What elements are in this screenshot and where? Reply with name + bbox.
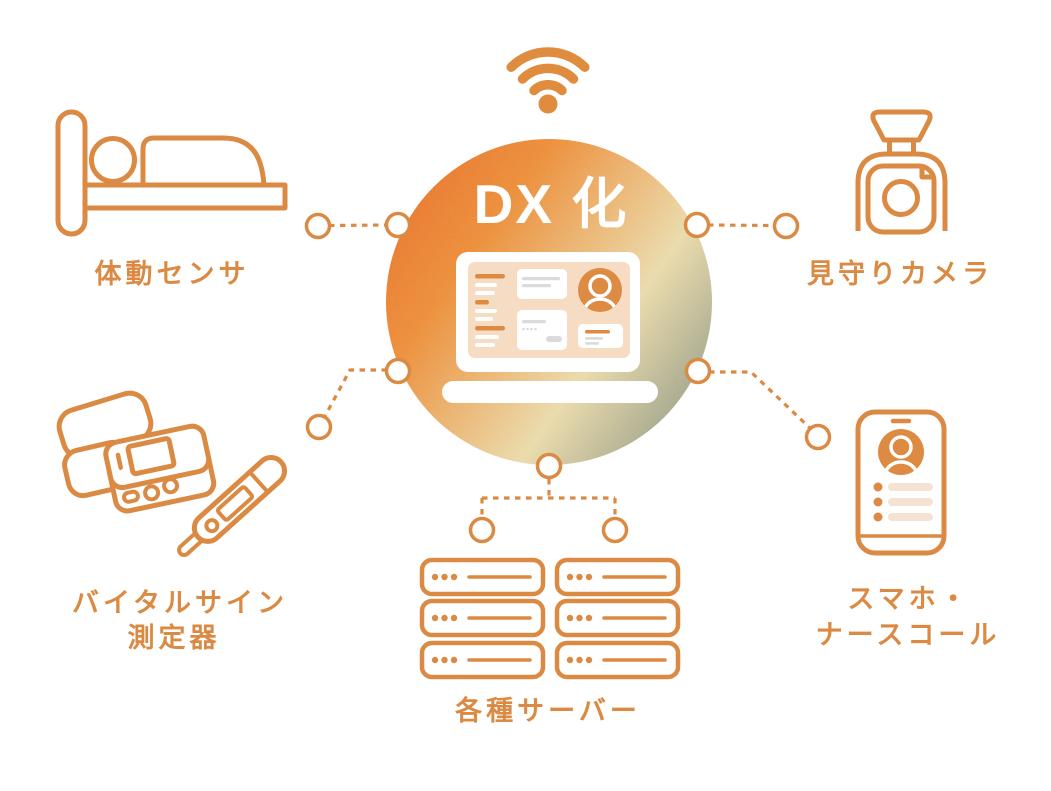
phone-label-line1: スマホ・ xyxy=(847,584,970,614)
connector-node xyxy=(684,357,712,385)
vital-label-line2: 測定器 xyxy=(128,622,221,653)
bed-icon xyxy=(55,109,288,237)
connector-node xyxy=(601,516,629,544)
phone-list-rows xyxy=(873,482,933,522)
connector-node xyxy=(305,413,333,441)
dotted-connectors xyxy=(323,223,813,517)
connector-node xyxy=(535,452,563,480)
avatar-icon xyxy=(878,429,924,475)
wifi-icon xyxy=(506,47,590,114)
connector-camera xyxy=(707,223,775,228)
bed-label: 体動センサ xyxy=(95,259,250,289)
center-title: DX 化 xyxy=(474,173,629,235)
smartphone-icon xyxy=(855,409,947,556)
connector-vital xyxy=(323,368,387,417)
laptop-card-top xyxy=(517,269,567,299)
servers-label: 各種サーバー xyxy=(454,695,641,726)
server-stack-icon xyxy=(419,557,681,680)
vital-label-line1: バイタルサイン xyxy=(72,588,288,618)
vital-sign-devices-icon xyxy=(56,390,288,558)
laptop-card-right xyxy=(578,324,623,348)
connector-node xyxy=(804,423,832,451)
camera-label: 見守りカメラ xyxy=(807,258,993,289)
connector-node xyxy=(683,211,711,239)
connector-node xyxy=(384,211,412,239)
phone-label-line2: ナースコール xyxy=(816,620,1001,650)
connector-node xyxy=(304,212,332,240)
connector-node xyxy=(468,516,496,544)
laptop-menu-lines xyxy=(475,274,505,347)
connector-nodes xyxy=(304,211,832,544)
thermometer-icon xyxy=(177,455,288,558)
connector-bed xyxy=(328,223,388,228)
connector-node xyxy=(384,357,412,385)
connector-node xyxy=(772,212,800,240)
camera-icon xyxy=(855,109,948,235)
connector-phone xyxy=(709,370,813,431)
laptop-base xyxy=(442,381,658,403)
laptop-dashboard-icon xyxy=(442,252,658,403)
laptop-card-bottom xyxy=(517,310,567,350)
